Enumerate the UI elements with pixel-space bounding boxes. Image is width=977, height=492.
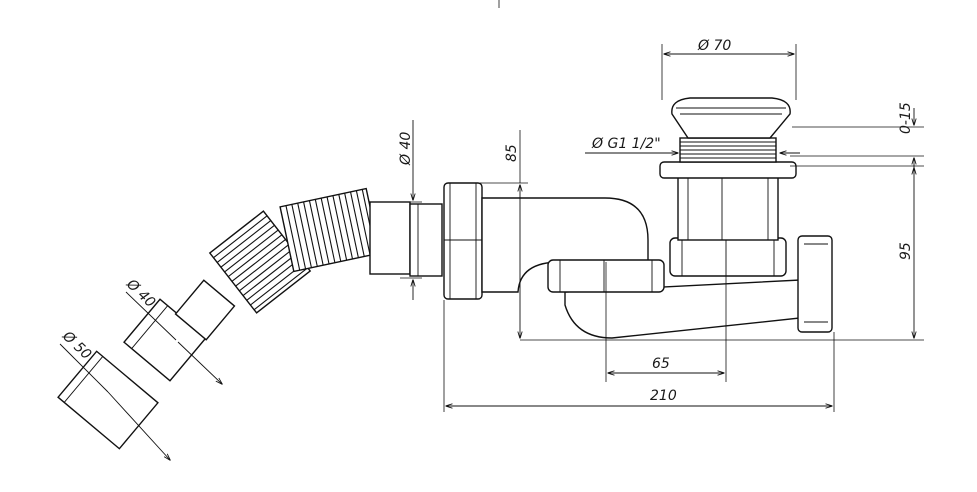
hose-collar bbox=[174, 279, 236, 341]
label-thread: Ø G1 1/2" bbox=[591, 136, 661, 152]
label-h95: 95 bbox=[898, 242, 914, 260]
riser-nut bbox=[669, 237, 787, 277]
flexible-hose bbox=[57, 187, 443, 450]
label-d70: Ø 70 bbox=[697, 38, 731, 54]
dim-h85: 85 bbox=[480, 130, 528, 338]
dim-d70: Ø 70 bbox=[661, 38, 797, 100]
label-w210: 210 bbox=[650, 388, 677, 404]
label-h85: 85 bbox=[504, 144, 520, 162]
hose-connector bbox=[409, 203, 443, 277]
dim-adjust: 0-15 bbox=[790, 102, 924, 174]
label-adjust: 0-15 bbox=[898, 102, 914, 134]
lower-body bbox=[564, 279, 801, 339]
dim-w210: 210 bbox=[443, 300, 835, 412]
overflow-connector bbox=[797, 235, 833, 333]
dim-h95: 95 bbox=[520, 165, 924, 341]
hose-corrugation-lower bbox=[208, 210, 312, 314]
dim-thread: Ø G1 1/2" bbox=[585, 136, 800, 153]
hose-end-50 bbox=[57, 350, 159, 450]
valve-flange bbox=[659, 161, 797, 179]
valve-body bbox=[677, 175, 779, 241]
drain-valve bbox=[659, 97, 797, 241]
dim-w65: 65 bbox=[605, 262, 727, 382]
click-clack-cap bbox=[671, 97, 791, 139]
label-d50-hose: Ø 50 bbox=[59, 328, 95, 363]
dim-d40-inlet: Ø 40 bbox=[398, 120, 422, 300]
siphon-body bbox=[443, 182, 833, 339]
label-d40-inlet: Ø 40 bbox=[398, 132, 414, 166]
hose-straight bbox=[369, 201, 411, 275]
label-w65: 65 bbox=[652, 356, 670, 372]
hose-corrugation-upper bbox=[279, 187, 381, 273]
